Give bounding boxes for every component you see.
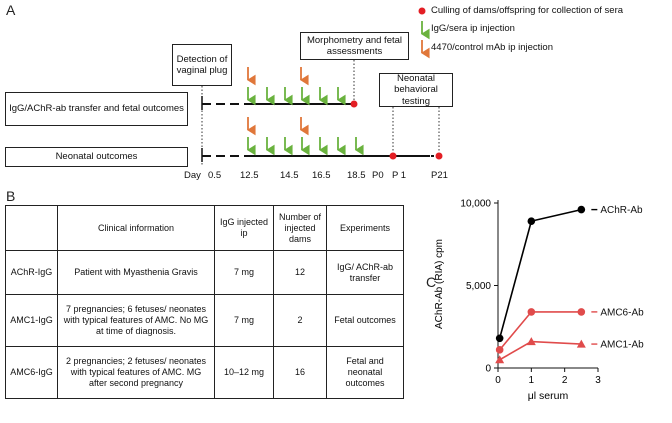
table-cell: AMC1-IgG bbox=[5, 294, 58, 347]
table-cell: 7 mg bbox=[214, 294, 274, 347]
clinical-table: Clinical information IgG injected ip Num… bbox=[5, 205, 404, 399]
row2-arrows bbox=[246, 117, 364, 156]
panel-label-a: A bbox=[6, 2, 16, 18]
x-tick-label: 0 bbox=[495, 375, 501, 386]
table-header bbox=[5, 205, 58, 251]
table-header: Number of injected dams bbox=[273, 205, 327, 251]
legend-culling-label: Culling of dams/offspring for collection… bbox=[431, 5, 624, 16]
table-cell: 7 mg bbox=[214, 250, 274, 295]
x-tick-label: 3 bbox=[595, 375, 601, 386]
dotted-connectors bbox=[201, 60, 440, 165]
table-cell: IgG/ AChR-ab transfer bbox=[326, 250, 404, 295]
data-point bbox=[495, 334, 504, 343]
data-point bbox=[527, 217, 536, 225]
panel-label-b: B bbox=[6, 188, 16, 204]
y-tick-label: 0 bbox=[485, 364, 491, 375]
legend-mab-label: 4470/control mAb ip injection bbox=[431, 42, 553, 53]
data-point bbox=[527, 308, 536, 316]
table-cell: 10–12 mg bbox=[214, 346, 274, 399]
culling-dot-row1 bbox=[350, 100, 358, 108]
table-cell: 12 bbox=[273, 250, 327, 295]
x-axis-title: μl serum bbox=[528, 390, 569, 402]
x-tick-label: 2 bbox=[562, 375, 568, 386]
tick-label: 14.5 bbox=[280, 170, 299, 181]
detection-box: Detection of vaginal plug bbox=[172, 44, 232, 86]
series-label: AMC6-Ab bbox=[600, 307, 644, 318]
table-cell: 7 pregnancies; 6 fetuses/ neonates with … bbox=[57, 294, 215, 347]
data-point bbox=[495, 346, 504, 354]
series-line bbox=[498, 208, 582, 339]
tick-label: P21 bbox=[431, 170, 448, 181]
series-label: AChR-Ab bbox=[600, 205, 643, 216]
x-tick-label: 1 bbox=[529, 375, 535, 386]
row1-arrows bbox=[246, 67, 346, 106]
table-cell: Fetal outcomes bbox=[326, 294, 404, 347]
tick-label: 18.5 bbox=[347, 170, 366, 181]
tick-label: P0 bbox=[372, 170, 384, 181]
table-cell: 2 pregnancies; 2 fetuses/ neonates with … bbox=[57, 346, 215, 399]
table-cell: AChR-IgG bbox=[5, 250, 58, 295]
data-point bbox=[577, 308, 586, 316]
y-axis-title: AChR-Ab (RIA) cpm bbox=[434, 239, 445, 329]
row2-timeline bbox=[201, 148, 443, 162]
table-row: AChR-IgG Patient with Myasthenia Gravis … bbox=[5, 250, 404, 295]
data-point bbox=[495, 355, 505, 364]
table-header: Experiments bbox=[326, 205, 404, 251]
data-point bbox=[577, 205, 586, 214]
neonatal-testing-box: Neonatal behavioral testing bbox=[379, 73, 453, 107]
table-cell: AMC6-IgG bbox=[5, 346, 58, 399]
table-cell: Fetal and neonatal outcomes bbox=[326, 346, 404, 399]
tick-label: P 1 bbox=[392, 170, 407, 181]
series-label: AMC1-Ab bbox=[600, 340, 644, 351]
data-point bbox=[576, 339, 586, 348]
data-point bbox=[526, 337, 536, 346]
axis-day-label: Day bbox=[184, 170, 201, 181]
tick-label: 0.5 bbox=[208, 170, 222, 181]
row1-label-box: IgG/AChR-ab transfer and fetal outcomes bbox=[5, 92, 188, 126]
tick-label: 12.5 bbox=[240, 170, 259, 181]
legend-symbols bbox=[418, 7, 430, 59]
tick-label: 16.5 bbox=[312, 170, 331, 181]
table-row: AMC6-IgG 2 pregnancies; 2 fetuses/ neona… bbox=[5, 346, 404, 399]
y-tick-label: 10,000 bbox=[460, 199, 491, 210]
morphometry-box: Morphometry and fetal assessments bbox=[300, 32, 409, 60]
table-header: Clinical information bbox=[57, 205, 215, 251]
culling-dot-p21 bbox=[435, 152, 443, 160]
panel-label-c: C bbox=[426, 274, 437, 290]
table-cell: 2 bbox=[273, 294, 327, 347]
ria-chart: AChR-Ab (RIA) cpm μl serum 0 1 2 3 0 5,000 10,… bbox=[434, 199, 644, 403]
legend-igg-label: IgG/sera ip injection bbox=[431, 23, 515, 34]
row2-label-box: Neonatal outcomes bbox=[5, 147, 188, 167]
row1-timeline bbox=[201, 96, 358, 110]
table-header: IgG injected ip bbox=[214, 205, 274, 251]
y-tick-label: 5,000 bbox=[466, 281, 491, 292]
table-header-row: Clinical information IgG injected ip Num… bbox=[5, 205, 404, 251]
table-cell: 16 bbox=[273, 346, 327, 399]
table-cell: Patient with Myasthenia Gravis bbox=[57, 250, 215, 295]
series-line bbox=[499, 340, 582, 361]
timeline-diagram bbox=[201, 7, 443, 165]
culling-dot-p1 bbox=[389, 152, 397, 160]
table-row: AMC1-IgG 7 pregnancies; 6 fetuses/ neona… bbox=[5, 294, 404, 347]
